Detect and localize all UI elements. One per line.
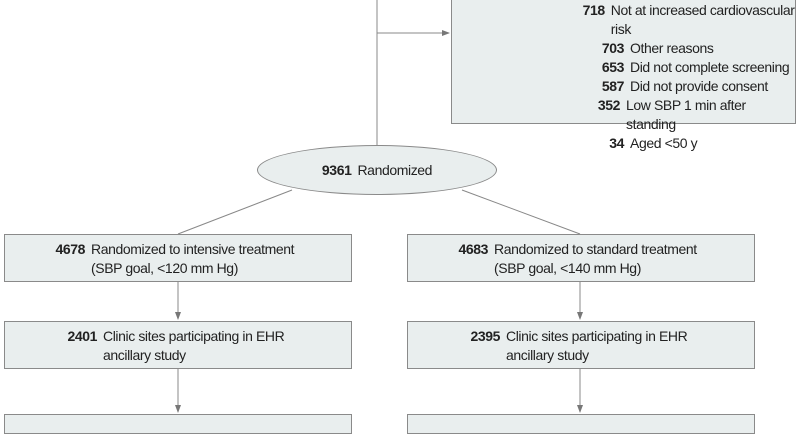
randomized-label: Randomized [357,162,433,178]
exclusion-count: 703 [601,40,625,56]
label-detail: ancillary study [506,347,589,363]
standard-allocation-box: 4683 Randomized to standard treatment (SB… [407,234,755,282]
count: 2395 [470,328,500,344]
exclusion-reason: Aged <50 y [630,135,698,151]
exclusion-item: 34 Aged <50 y [452,134,795,153]
standard-ehr-box: 2395 Clinic sites participating in EHR an… [407,321,755,369]
exclusion-reason: Low SBP 1 min after standing [626,97,746,132]
split-line-right [461,189,581,235]
exclusion-item: 653 Did not complete screening [452,58,795,77]
label-detail: (SBP goal, <120 mm Hg) [91,260,238,276]
split-line-left [177,189,293,235]
exclusion-count: 718 [582,2,606,18]
exclusion-count: 587 [601,78,625,94]
label-detail: (SBP goal, <140 mm Hg) [494,260,641,276]
label: Clinic sites participating in EHR [506,328,688,344]
count: 4678 [55,241,85,257]
exclusion-item: 703 Other reasons [452,39,795,58]
next-box-right [407,414,755,434]
count: 4683 [458,241,488,257]
exclusion-count: 34 [609,135,624,151]
exclusion-item: 352 Low SBP 1 min after standing [452,96,795,134]
exclusion-count: 653 [601,59,625,75]
randomized-node: 9361 Randomized [257,145,497,195]
intensive-allocation-box: 4678 Randomized to intensive treatment (S… [4,234,352,282]
label: Clinic sites participating in EHR [103,328,285,344]
label: Randomized to standard treatment [494,241,697,257]
exclusion-reason: Not at increased cardiovascular risk [610,2,795,37]
label: Randomized to intensive treatment [91,241,295,257]
connectors [175,0,583,413]
randomized-count: 9361 [321,162,352,178]
count: 2401 [67,328,97,344]
exclusion-item: 587 Did not provide consent [452,77,795,96]
intensive-ehr-box: 2401 Clinic sites participating in EHR an… [4,321,352,369]
next-box-left [4,414,352,434]
exclusion-reason: Other reasons [630,40,714,56]
exclusion-reason: Did not provide consent [630,78,768,94]
exclusion-reason: Did not complete screening [630,59,790,75]
label-detail: ancillary study [103,347,186,363]
exclusion-count: 352 [597,97,621,113]
